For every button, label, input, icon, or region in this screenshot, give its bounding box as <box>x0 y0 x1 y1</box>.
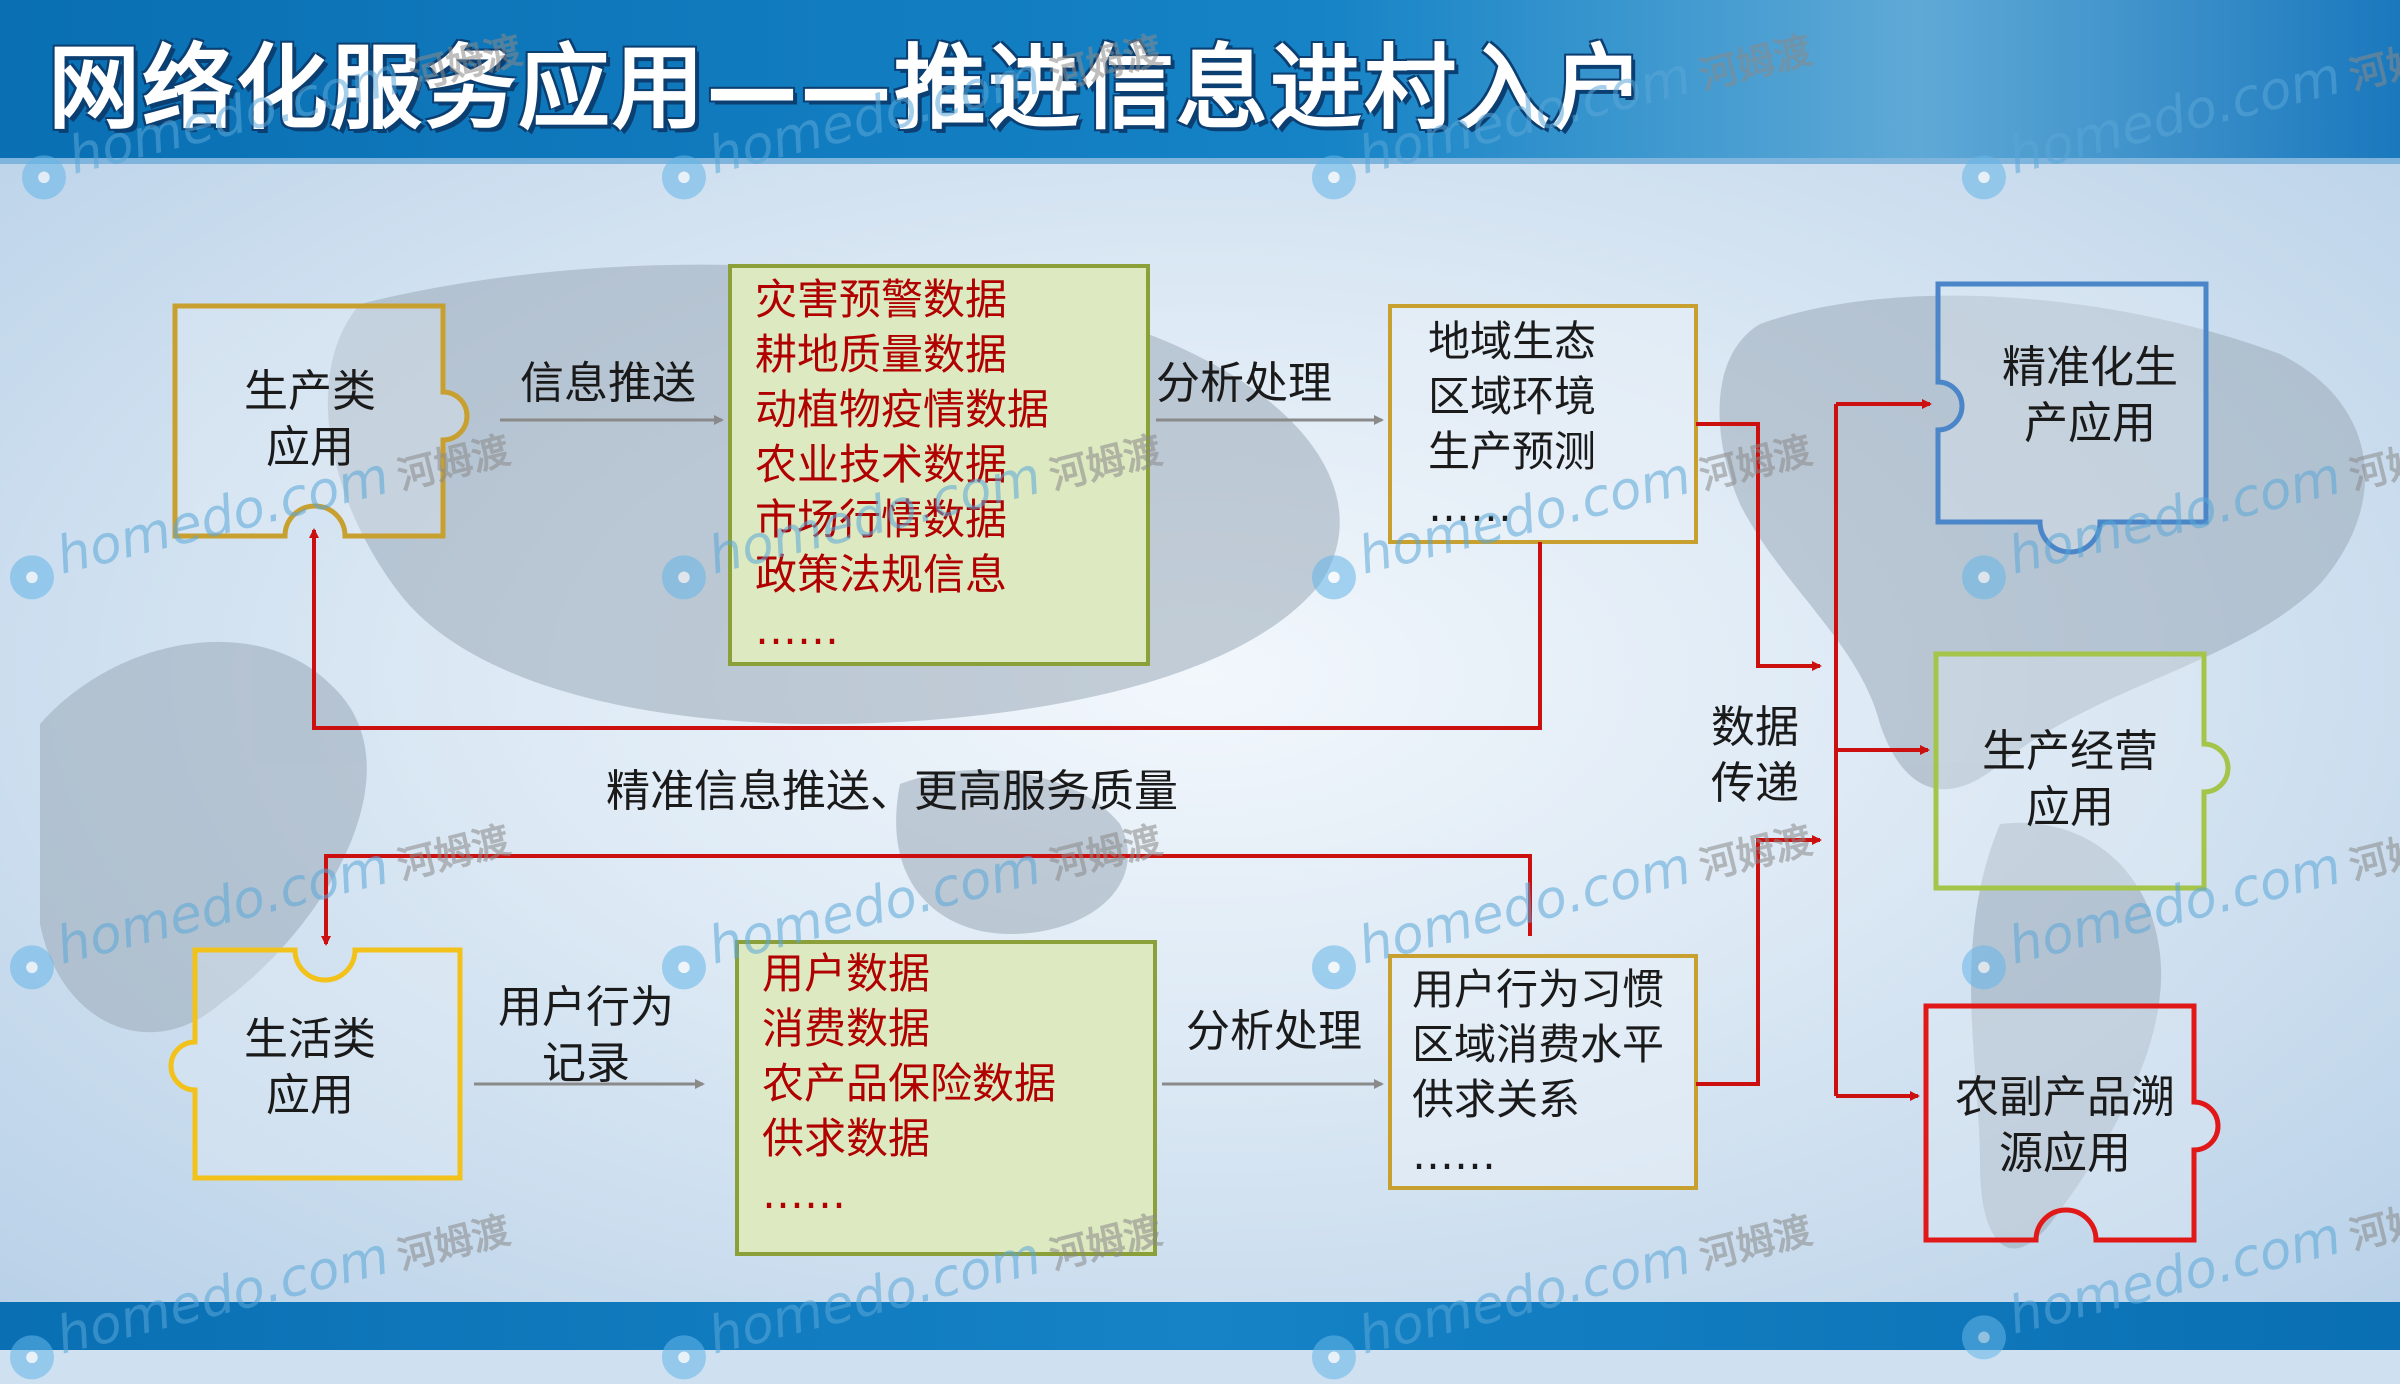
life-app-puzzle <box>168 947 463 1181</box>
operation-app-label: 生产经营 应用 <box>1982 726 2158 833</box>
info-push-label: 信息推送 <box>520 358 696 409</box>
map-land-south-america <box>1971 822 2162 1249</box>
page-title: 网络化服务应用——推进信息进村入户 <box>48 35 1647 142</box>
analysis-item: 地域生态 <box>1428 317 1597 366</box>
data-item: 用户数据 <box>762 949 931 998</box>
analysis-item: 区域环境 <box>1428 372 1597 421</box>
analysis-box-top <box>1388 304 1698 544</box>
traceability-app-label: 农副产品溯 源应用 <box>1955 1072 2175 1179</box>
data-item: 市场行情数据 <box>755 495 1008 544</box>
arrow-feedback-production <box>309 528 1542 730</box>
analysis-box-bottom <box>1388 954 1698 1190</box>
data-item: 政策法规信息 <box>755 550 1008 599</box>
precise-push-label: 精准信息推送、更高服务质量 <box>606 766 1178 817</box>
data-item: 供求数据 <box>762 1114 931 1163</box>
data-box-bottom <box>735 940 1157 1256</box>
data-box-top <box>728 264 1150 666</box>
analysis-item: …… <box>1428 482 1512 531</box>
analysis-box-bottom-list: 用户行为习惯 区域消费水平 供求关系 …… <box>1412 962 1664 1182</box>
data-item: …… <box>755 605 839 654</box>
arrow-transfer-bottom <box>1696 835 1822 1086</box>
analysis-top-label: 分析处理 <box>1156 358 1332 409</box>
data-transfer-label: 数据 传递 <box>1711 702 1799 809</box>
data-item: …… <box>762 1169 846 1218</box>
data-item: 消费数据 <box>762 1004 931 1053</box>
diagram-shapes <box>168 264 2231 1256</box>
data-item: 耕地质量数据 <box>755 330 1008 379</box>
user-record-label: 用户行为 记录 <box>498 982 674 1089</box>
production-app-label: 生产类 应用 <box>244 366 376 473</box>
precision-app-puzzle <box>1935 281 2209 555</box>
data-item: 灾害预警数据 <box>755 275 1008 324</box>
analysis-box-top-list: 地域生态 区域环境 生产预测 …… <box>1428 314 1596 534</box>
data-item: 农产品保险数据 <box>762 1059 1057 1108</box>
analysis-item: 用户行为习惯 <box>1412 965 1665 1014</box>
map-land-africa <box>40 641 367 1033</box>
map-land-australia <box>896 769 1128 934</box>
analysis-bottom-label: 分析处理 <box>1186 1006 1362 1057</box>
data-box-bottom-list: 用户数据 消费数据 农产品保险数据 供求数据 …… <box>762 946 1056 1221</box>
analysis-item: 生产预测 <box>1428 427 1597 476</box>
data-box-top-list: 灾害预警数据 耕地质量数据 动植物疫情数据 农业技术数据 市场行情数据 政策法规… <box>755 272 1049 657</box>
header-bar: 网络化服务应用——推进信息进村入户 <box>0 0 2400 164</box>
analysis-item: 供求关系 <box>1412 1075 1581 1124</box>
arrow-feedback-life <box>321 854 1532 946</box>
analysis-item: …… <box>1412 1130 1496 1179</box>
arrow-transfer-top <box>1696 422 1822 671</box>
data-item: 动植物疫情数据 <box>755 385 1050 434</box>
life-app-label: 生活类 应用 <box>244 1014 376 1121</box>
operation-app-puzzle <box>1933 651 2231 891</box>
data-item: 农业技术数据 <box>755 440 1008 489</box>
precision-app-label: 精准化生 产应用 <box>2002 342 2178 449</box>
analysis-item: 区域消费水平 <box>1412 1020 1665 1069</box>
production-app-puzzle <box>172 303 470 539</box>
traceability-app-puzzle <box>1923 1003 2221 1243</box>
